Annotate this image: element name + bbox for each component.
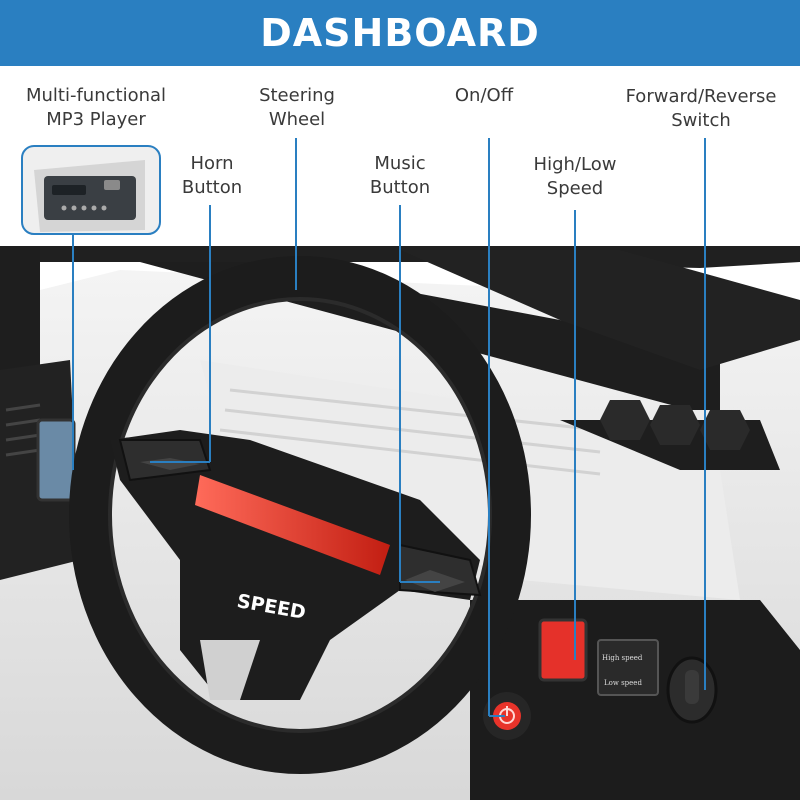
horn-label-line1: Horn — [190, 153, 234, 174]
direction-switch-label: Forward/Reverse Switch — [616, 85, 786, 133]
direction-label-line1: Forward/Reverse — [625, 86, 777, 107]
mp3-player-label: Multi-functional MP3 Player — [14, 84, 178, 132]
music-label-line1: Music — [374, 153, 426, 174]
low-speed-switch-label: Low speed — [604, 679, 642, 687]
speed-switch-label: High/Low Speed — [520, 153, 630, 201]
music-label-line2: Button — [369, 177, 431, 198]
music-button-label: Music Button — [358, 152, 442, 200]
direction-label-line2: Switch — [671, 110, 731, 131]
horn-button-label: Horn Button — [170, 152, 254, 200]
high-speed-switch-label: High speed — [602, 654, 643, 662]
mp3-label-line2: MP3 Player — [46, 109, 146, 130]
steering-label-line1: Steering — [259, 85, 335, 106]
header-banner: DASHBOARD — [0, 0, 800, 66]
onoff-label-line1: On/Off — [454, 85, 514, 106]
onoff-label: On/Off — [442, 84, 526, 108]
speed-label-line1: High/Low — [533, 154, 617, 175]
mp3-label-line1: Multi-functional — [25, 85, 167, 106]
horn-label-line2: Button — [181, 177, 243, 198]
speed-label-line2: Speed — [546, 178, 604, 199]
steering-wheel-label: Steering Wheel — [250, 84, 344, 132]
steering-label-line2: Wheel — [268, 109, 326, 130]
page-title: DASHBOARD — [260, 11, 540, 55]
